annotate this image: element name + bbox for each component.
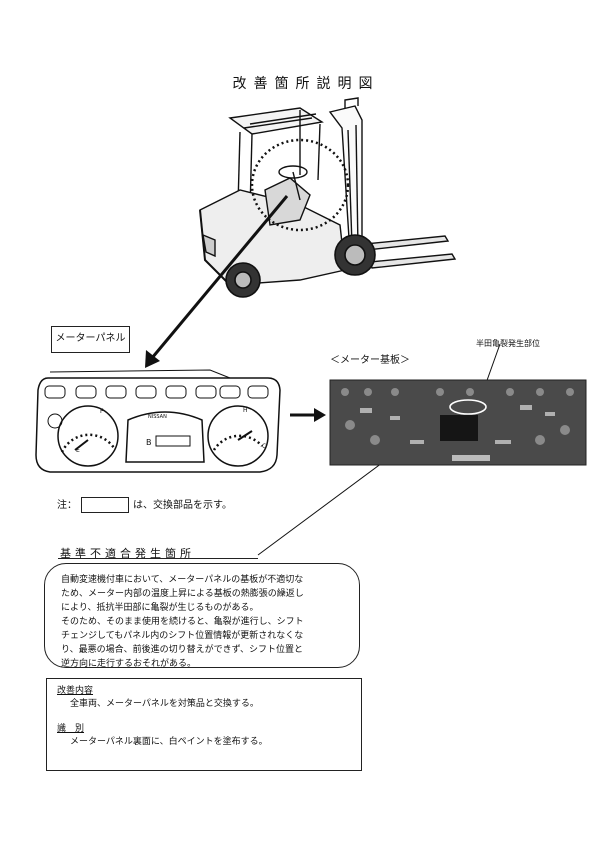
nonconformity-line: り、最悪の場合、前後進の切り替えができず、シフト位置と <box>61 645 304 655</box>
center-letter: B <box>146 438 152 447</box>
temp-hot-label: H <box>243 407 248 414</box>
improvement-heading: 改善内容 <box>57 686 94 696</box>
nonconformity-line: チェンジしてもパネル内のシフト位置情報が更新されなくな <box>61 631 304 641</box>
meter-brand: NISSAN <box>148 414 167 420</box>
identification-text: メーターパネル裏面に、白ペイントを塗布する。 <box>70 737 268 747</box>
temp-cold-label: C <box>262 443 267 450</box>
heading-underline <box>58 558 258 559</box>
fuel-empty-label: E <box>76 447 80 454</box>
nonconformity-line: ため、メーター内部の温度上昇による基板の熱膨張の繰返し <box>61 589 304 599</box>
nonconformity-line: そのため、そのまま使用を続けると、亀裂が進行し、シフト <box>61 617 304 627</box>
meter-panel-label: メーターパネル <box>51 326 130 353</box>
replacement-part-swatch <box>81 497 129 513</box>
nonconformity-line: により、抵抗半田部に亀裂が生じるものがある。 <box>61 603 259 613</box>
improvement-text: 全車両、メーターパネルを対策品と交換する。 <box>70 699 259 709</box>
identification-heading: 識 別 <box>57 724 85 734</box>
fuel-full-label: F <box>100 408 104 415</box>
nonconformity-description: 自動変速機付車において、メーターパネルの基板が不適切な ため、メーター内部の温度… <box>44 563 360 669</box>
page-title: 改善箇所説明図 <box>232 76 380 92</box>
note-suffix: は、交換部品を示す。 <box>133 500 232 511</box>
solder-crack-label: 半田亀裂発生部位 <box>476 339 540 348</box>
replacement-note: 注： は、交換部品を示す。 <box>57 496 232 513</box>
nonconformity-line: 逆方向に走行するおそれがある。 <box>61 659 197 669</box>
improvement-box: 改善内容 全車両、メーターパネルを対策品と交換する。 識 別 メーターパネル裏面… <box>46 678 362 771</box>
nonconformity-line: 自動変速機付車において、メーターパネルの基板が不適切な <box>61 575 304 585</box>
note-prefix: 注： <box>57 500 77 511</box>
meter-board-label: ＜メーター基板＞ <box>330 355 410 366</box>
nonconformity-heading: 基準不適合発生箇所 <box>60 547 195 560</box>
